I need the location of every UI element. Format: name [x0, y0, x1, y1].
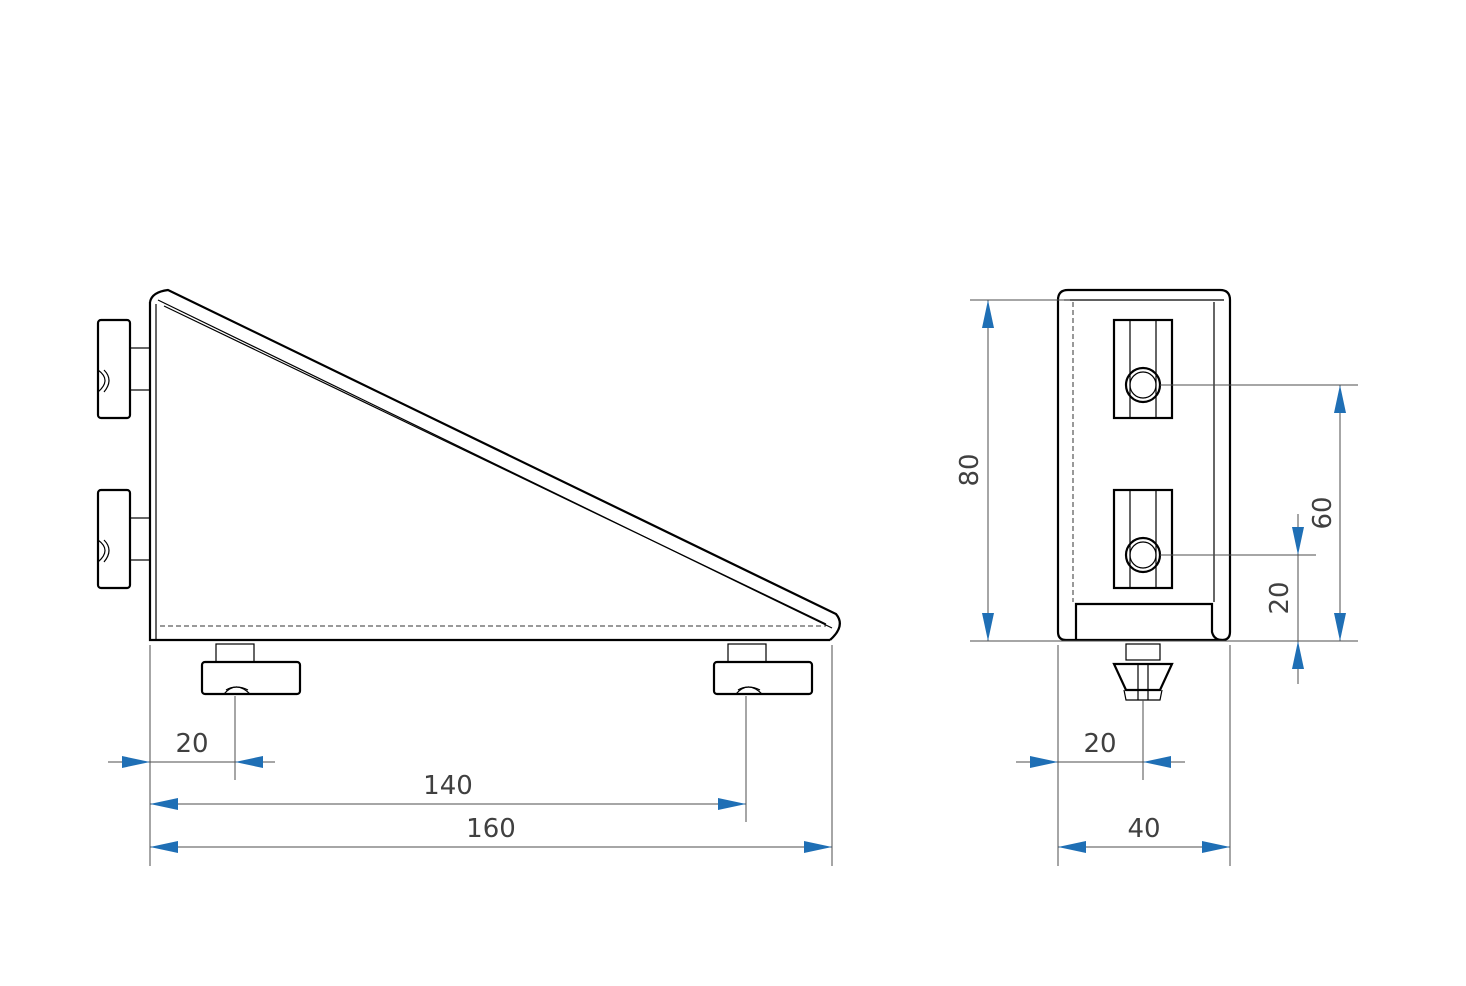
t-nut-left-upper	[96, 318, 151, 420]
dimension-label-20: 20	[175, 729, 208, 759]
bracket-body	[148, 288, 841, 642]
t-nut-bottom-right	[712, 643, 814, 696]
side-view: 20 140 160	[96, 288, 841, 866]
dimension-label-80: 80	[955, 453, 985, 486]
dimension-label-160: 160	[466, 814, 516, 844]
t-nut-left-lower	[96, 488, 151, 590]
bracket-end-body	[1056, 288, 1232, 642]
dimension-80: 80	[955, 300, 994, 641]
dimension-label-40: 40	[1127, 814, 1160, 844]
dimension-140: 140	[150, 771, 746, 810]
dimension-160: 160	[150, 814, 832, 853]
end-view: 80 60 20 20 40	[955, 288, 1358, 866]
dimension-label-140: 140	[423, 771, 473, 801]
dimension-20-horizontal: 20	[1016, 729, 1185, 768]
bottom-t-nut-end	[1112, 643, 1174, 701]
dimension-label-60: 60	[1308, 496, 1338, 529]
dimension-label-20-vertical: 20	[1265, 581, 1295, 614]
t-nut-bottom-left	[200, 643, 302, 696]
dimension-60: 60	[1308, 385, 1346, 641]
slot-upper	[1112, 318, 1174, 420]
dimension-label-20-horizontal: 20	[1083, 729, 1116, 759]
slot-lower	[1112, 488, 1174, 590]
dimension-20: 20	[108, 729, 275, 768]
dimension-40: 40	[1058, 814, 1230, 853]
dimension-20-vertical: 20	[1265, 514, 1304, 684]
